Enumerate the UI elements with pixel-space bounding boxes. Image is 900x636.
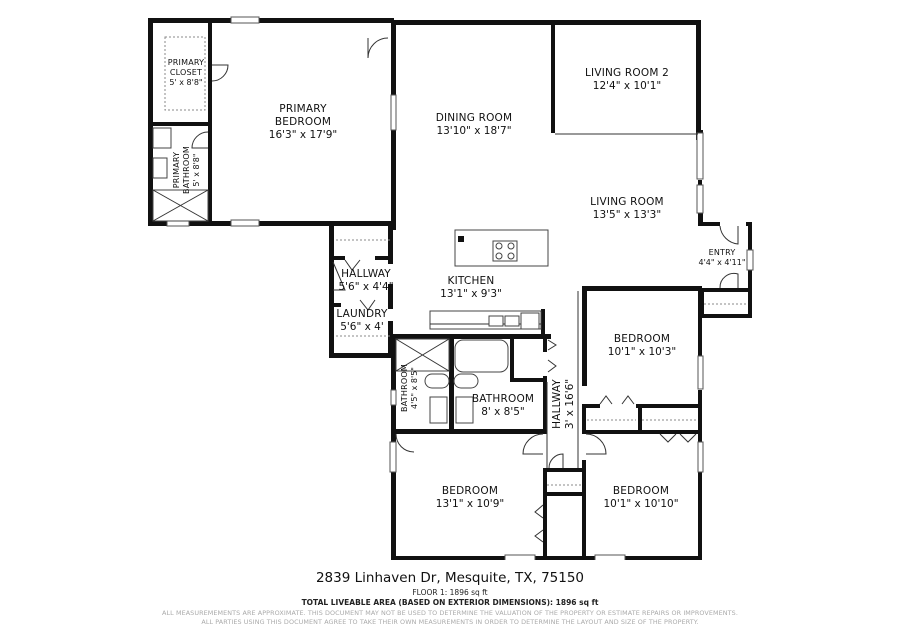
room-name: BATHROOM	[182, 146, 191, 194]
room-label-primary-bedroom: PRIMARY BEDROOM 16'3" x 17'9"	[269, 103, 337, 142]
windows	[166, 16, 754, 560]
room-label-laundry: LAUNDRY 5'6" x 4'	[336, 308, 387, 334]
room-name: CLOSET	[169, 68, 203, 77]
room-dimensions: 13'1" x 10'9"	[435, 498, 505, 510]
room-name: ENTRY	[708, 248, 736, 257]
room-name: HALLWAY	[341, 268, 391, 280]
room-name: PRIMARY	[167, 58, 205, 67]
room-dimensions: 5'6" x 4'4"	[338, 281, 394, 293]
room-dimensions: 13'5" x 13'3"	[592, 209, 662, 221]
room-dimensions: 13'10" x 18'7"	[436, 125, 512, 137]
floor-area: FLOOR 1: 1896 sq ft	[412, 588, 488, 597]
room-label-bedroom-sw: BEDROOM 13'1" x 10'9"	[436, 485, 504, 511]
room-dimensions: 5' x 8'8"	[192, 153, 201, 187]
room-label-hallway-2: HALLWAY 3' x 16'6"	[551, 379, 577, 429]
room-name: BEDROOM	[613, 333, 671, 345]
room-name: LIVING ROOM	[590, 196, 664, 208]
room-label-dining-room: DINING ROOM 13'10" x 18'7"	[436, 112, 513, 138]
room-label-entry: ENTRY 4'4" x 4'11"	[698, 248, 745, 268]
room-label-bathroom-small: BATHROOM 4'5" x 8'5"	[400, 364, 420, 412]
room-name: BEDROOM	[274, 116, 332, 128]
room-dimensions: 4'4" x 4'11"	[698, 258, 746, 267]
room-dimensions: 8' x 8'5"	[481, 406, 525, 418]
room-dimensions: 3' x 16'6"	[564, 378, 576, 430]
room-name: BEDROOM	[612, 485, 670, 497]
room-name: PRIMARY	[279, 103, 327, 115]
room-dimensions: 10'1" x 10'3"	[607, 346, 677, 358]
disclaimer-line-2: ALL PARTIES USING THIS DOCUMENT AGREE TO…	[201, 618, 699, 626]
room-name: KITCHEN	[447, 275, 495, 287]
room-name: HALLWAY	[551, 379, 563, 429]
room-label-primary-closet: PRIMARY CLOSET 5' x 8'8"	[168, 58, 204, 88]
property-address: 2839 Linhaven Dr, Mesquite, TX, 75150	[315, 570, 585, 586]
room-name: BEDROOM	[441, 485, 499, 497]
room-name: DINING ROOM	[435, 112, 513, 124]
total-liveable-area: TOTAL LIVEABLE AREA (BASED ON EXTERIOR D…	[301, 598, 599, 607]
room-dimensions: 5' x 8'8"	[169, 78, 203, 87]
room-name: BATHROOM	[471, 393, 535, 405]
room-label-kitchen: KITCHEN 13'1" x 9'3"	[440, 275, 502, 301]
room-name: LIVING ROOM 2	[584, 67, 670, 79]
room-label-living-room: LIVING ROOM 13'5" x 13'3"	[590, 196, 664, 222]
room-name: BATHROOM	[400, 364, 409, 412]
room-dimensions: 13'1" x 9'3"	[440, 288, 502, 300]
thin-lines	[152, 36, 748, 543]
room-label-bathroom: BATHROOM 8' x 8'5"	[472, 393, 534, 419]
disclaimer-line-1: ALL MEASUREMEMENTS ARE APPROXIMATE. THIS…	[162, 609, 738, 617]
room-label-bedroom-ne: BEDROOM 10'1" x 10'3"	[608, 333, 676, 359]
room-label-living-room-2: LIVING ROOM 2 12'4" x 10'1"	[585, 67, 669, 93]
room-label-bedroom-se: BEDROOM 10'1" x 10'10"	[603, 485, 678, 511]
room-name: PRIMARY	[172, 151, 181, 189]
room-label-primary-bathroom: PRIMARY BATHROOM 5' x 8'8"	[172, 146, 202, 194]
room-label-hallway-1: HALLWAY 5'6" x 4'4"	[338, 268, 393, 294]
room-dimensions: 5'6" x 4'	[340, 321, 384, 333]
room-dimensions: 16'3" x 17'9"	[268, 129, 338, 141]
room-name: LAUNDRY	[336, 308, 388, 320]
room-dimensions: 10'1" x 10'10"	[603, 498, 679, 510]
room-dimensions: 12'4" x 10'1"	[592, 80, 662, 92]
room-dimensions: 4'5" x 8'5"	[410, 367, 419, 409]
floor-plan	[148, 16, 754, 560]
